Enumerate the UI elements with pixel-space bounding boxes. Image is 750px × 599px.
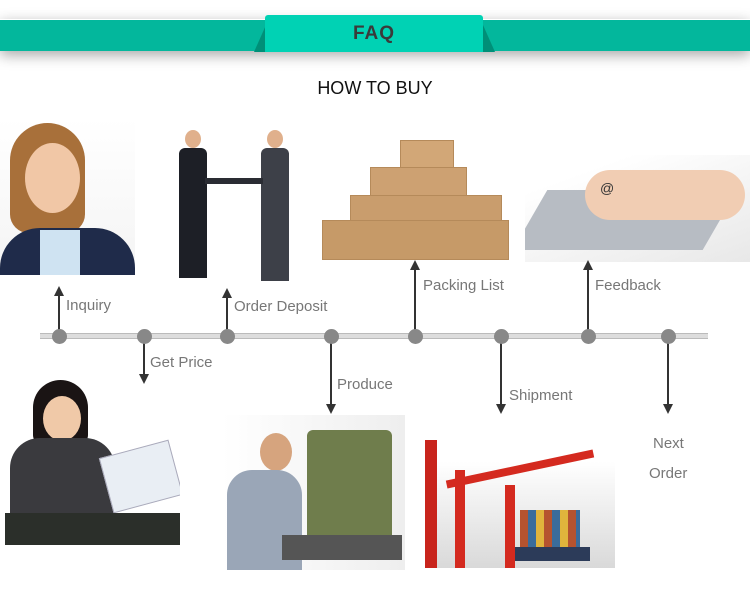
arrow-down-icon bbox=[496, 336, 506, 414]
arrow-down-icon bbox=[139, 336, 149, 384]
photo-call-center-woman bbox=[0, 118, 135, 275]
timeline-dot bbox=[220, 329, 235, 344]
step-label-order: Order bbox=[649, 465, 688, 482]
step-label-shipment: Shipment bbox=[509, 387, 573, 404]
faq-tab: FAQ bbox=[265, 15, 483, 52]
step-label-order-deposit: Order Deposit bbox=[234, 298, 328, 315]
page-title: HOW TO BUY bbox=[317, 78, 433, 98]
timeline-dot bbox=[324, 329, 339, 344]
timeline-dot bbox=[137, 329, 152, 344]
timeline-dot bbox=[52, 329, 67, 344]
photo-worker-at-drill-press bbox=[222, 415, 405, 570]
step-label-packing-list: Packing List bbox=[423, 277, 504, 294]
arrow-up-icon bbox=[54, 286, 64, 336]
arrow-down-icon bbox=[326, 336, 336, 414]
step-label-feedback: Feedback bbox=[595, 277, 661, 294]
timeline-dot bbox=[494, 329, 509, 344]
arrow-up-icon bbox=[410, 260, 420, 336]
step-label-inquiry: Inquiry bbox=[66, 297, 112, 314]
arrow-up-icon bbox=[583, 260, 593, 336]
photo-cardboard-boxes bbox=[320, 135, 510, 270]
timeline-dot bbox=[408, 329, 423, 344]
photo-woman-reviewing-documents bbox=[5, 378, 180, 545]
photo-typing-laptop: @ bbox=[525, 155, 750, 262]
arrow-up-icon bbox=[222, 288, 232, 336]
photo-handshake bbox=[175, 128, 295, 283]
step-label-get-price: Get Price bbox=[150, 354, 213, 371]
timeline-dot bbox=[581, 329, 596, 344]
timeline-dot bbox=[661, 329, 676, 344]
timeline-line bbox=[40, 333, 708, 339]
step-label-next: Next bbox=[653, 435, 684, 452]
arrow-down-icon bbox=[663, 336, 673, 414]
photo-container-port bbox=[425, 435, 615, 568]
step-label-produce: Produce bbox=[337, 376, 393, 393]
